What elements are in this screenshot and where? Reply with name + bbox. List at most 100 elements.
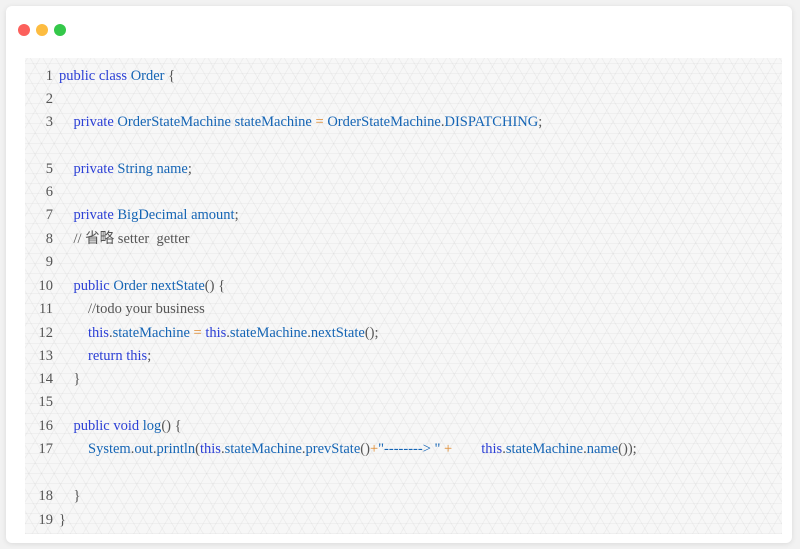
code-line: 8 // 省略 setter getter	[25, 228, 190, 251]
type-name: BigDecimal	[117, 207, 188, 223]
maximize-button[interactable]	[54, 24, 66, 36]
code-line: 2	[25, 88, 59, 111]
type-name: System	[88, 441, 131, 457]
punctuation: () {	[161, 418, 182, 434]
punctuation: .	[440, 114, 445, 130]
line-number: 14	[38, 371, 54, 387]
punctuation: ();	[364, 325, 379, 341]
type-name: Order	[113, 278, 148, 294]
close-button[interactable]	[18, 24, 30, 36]
identifier: stateMachine	[112, 325, 190, 341]
line-number: 6	[45, 184, 53, 200]
identifier: amount	[191, 207, 235, 223]
keyword: return	[88, 348, 123, 364]
code-line: 5 private String name;	[25, 158, 192, 181]
identifier: stateMachine	[224, 441, 302, 457]
punctuation: }	[73, 488, 81, 504]
line-number: 10	[38, 278, 54, 294]
punctuation: ;	[538, 114, 543, 130]
keyword: public	[59, 68, 96, 84]
line-number: 17	[38, 441, 54, 457]
identifier: out	[134, 441, 153, 457]
punctuation: }	[59, 512, 66, 528]
punctuation: .	[108, 325, 113, 341]
code-line: 15	[25, 391, 59, 414]
code-line: 18 }	[25, 485, 81, 508]
line-number: 5	[45, 161, 53, 177]
operator: +	[369, 441, 379, 457]
code-line: 9	[25, 251, 59, 274]
identifier: stateMachine	[234, 114, 312, 130]
keyword: this	[200, 441, 221, 457]
punctuation: .	[226, 325, 230, 341]
type-name: OrderStateMachine	[117, 114, 231, 130]
code-line: 17 System.out.println(this.stateMachine.…	[25, 438, 637, 461]
punctuation: .	[220, 441, 225, 457]
line-number: 3	[45, 114, 53, 130]
punctuation: ;	[187, 161, 192, 177]
code-line: 1 public class Order {	[25, 65, 175, 88]
line-number: 19	[38, 512, 54, 528]
keyword: void	[113, 418, 140, 434]
punctuation: ;	[147, 348, 152, 364]
punctuation: }	[73, 371, 81, 387]
keyword: public	[73, 278, 110, 294]
code-line: 11 //todo your business	[25, 298, 205, 321]
punctuation: .	[583, 441, 587, 457]
keyword: private	[73, 114, 114, 130]
line-number: 7	[45, 207, 53, 223]
code-line: 13 return this;	[25, 345, 152, 368]
keyword: class	[98, 68, 128, 84]
identifier: stateMachine	[229, 325, 308, 341]
punctuation: {	[168, 68, 176, 84]
method-name: prevState	[305, 441, 361, 457]
keyword: this	[88, 325, 109, 341]
keyword: this	[481, 441, 503, 457]
minimize-button[interactable]	[36, 24, 48, 36]
identifier: DISPATCHING	[444, 114, 539, 130]
method-name: nextState	[310, 325, 365, 341]
operator: +	[444, 441, 453, 457]
keyword: private	[73, 207, 114, 223]
code-line: 14 }	[25, 368, 81, 391]
identifier: name	[156, 161, 188, 177]
method-name: log	[142, 418, 162, 434]
line-number: 8	[45, 231, 53, 247]
code-line: 6	[25, 181, 59, 204]
punctuation: ());	[618, 441, 637, 457]
line-number: 12	[38, 325, 54, 341]
window-controls	[18, 23, 72, 36]
code-line: 7 private BigDecimal amount;	[25, 204, 239, 227]
type-name: String	[117, 161, 153, 177]
line-number: 9	[45, 254, 53, 270]
punctuation: .	[152, 441, 157, 457]
comment: // 省略 setter getter	[73, 231, 190, 247]
identifier: stateMachine	[505, 441, 584, 457]
keyword: private	[73, 161, 114, 177]
punctuation: () {	[204, 278, 226, 294]
keyword: public	[73, 418, 110, 434]
operator: =	[193, 325, 202, 341]
type-name: OrderStateMachine	[327, 114, 441, 130]
punctuation: (	[195, 441, 200, 457]
keyword: this	[126, 348, 148, 364]
line-number: 2	[45, 91, 53, 107]
punctuation: .	[502, 441, 506, 457]
line-number: 1	[45, 68, 53, 84]
string-literal: "--------> "	[378, 441, 441, 457]
punctuation: .	[130, 441, 135, 457]
method-name: println	[156, 441, 196, 457]
method-name: nextState	[150, 278, 205, 294]
punctuation: .	[301, 441, 306, 457]
operator: =	[315, 114, 324, 130]
code-line: 16 public void log() {	[25, 415, 182, 438]
line-number: 18	[38, 488, 54, 504]
class-name: Order	[130, 68, 165, 84]
punctuation: ;	[234, 207, 239, 223]
method-name: name	[586, 441, 619, 457]
code-line: 10 public Order nextState() {	[25, 275, 226, 298]
code-line: 3 private OrderStateMachine stateMachine…	[25, 111, 543, 134]
line-number: 15	[38, 394, 54, 410]
